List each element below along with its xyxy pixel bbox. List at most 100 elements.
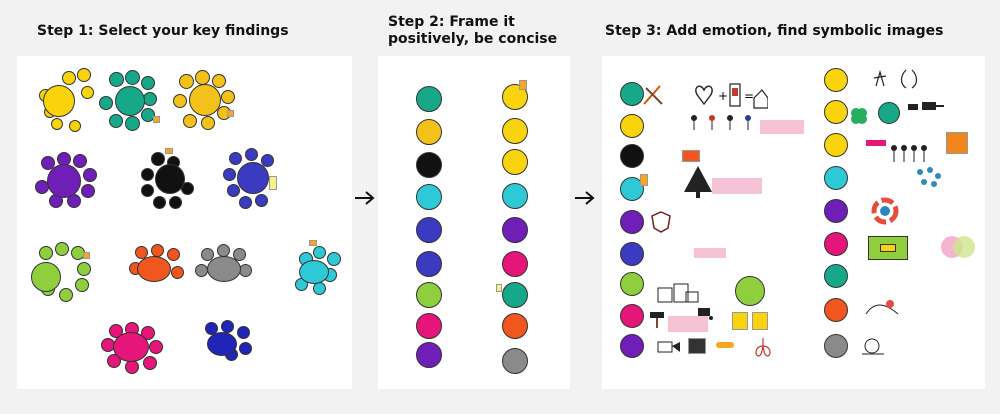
finding-circle xyxy=(824,334,848,358)
finding-circle xyxy=(195,264,208,277)
finding-circle xyxy=(151,152,165,166)
step-2-title-line2: positively, be concise xyxy=(388,30,557,48)
finding-circle xyxy=(824,199,848,223)
finding-circle xyxy=(153,196,166,209)
finding-circle xyxy=(416,184,442,210)
finding-circle xyxy=(502,348,528,374)
finding-circle xyxy=(227,184,240,197)
finding-circle xyxy=(141,168,154,181)
finding-circle xyxy=(416,342,442,368)
heart-plus-drink-icon: + = xyxy=(688,76,768,116)
photo-tile xyxy=(688,338,706,354)
finding-circle xyxy=(75,278,89,292)
sticky-note-orange xyxy=(682,150,700,162)
finding-circle xyxy=(502,282,528,308)
finding-circle xyxy=(237,326,250,339)
finding-circle xyxy=(239,264,252,277)
board-step-2 xyxy=(378,56,570,389)
sticky-note xyxy=(640,174,648,186)
finding-circle xyxy=(502,313,528,339)
venn-icon xyxy=(938,232,978,262)
finding-circle xyxy=(416,86,442,112)
finding-circle xyxy=(77,262,91,276)
finding-circle xyxy=(99,96,113,110)
finding-circle xyxy=(51,118,63,130)
finding-circle xyxy=(502,251,528,277)
finding-circle xyxy=(416,152,442,178)
finding-circle xyxy=(313,246,326,259)
board-step-3: + = xyxy=(602,56,985,389)
finding-circle xyxy=(125,360,139,374)
hammer-icon xyxy=(646,310,670,330)
finding-circle xyxy=(299,260,329,284)
sticky-note-pink xyxy=(694,248,726,258)
lungs-icon xyxy=(752,336,776,358)
finding-circle xyxy=(143,356,157,370)
finding-circle xyxy=(47,164,81,198)
step-3-title: Step 3: Add emotion, find symbolic image… xyxy=(605,22,943,40)
finding-circle xyxy=(201,116,215,130)
step-2-title: Step 2: Frame it xyxy=(388,13,515,31)
arrow-right-icon xyxy=(574,190,596,206)
finding-circle xyxy=(31,262,61,292)
crowd-icon xyxy=(864,138,938,168)
finding-circle xyxy=(620,272,644,296)
finding-circle xyxy=(239,342,252,355)
sticky-note xyxy=(83,252,90,259)
finding-circle xyxy=(141,184,154,197)
finding-circle xyxy=(245,148,258,161)
finding-circle xyxy=(115,86,145,116)
finding-circle xyxy=(125,70,140,85)
network-icon xyxy=(914,166,944,188)
finding-circle xyxy=(502,118,528,144)
clover-icon xyxy=(848,106,870,128)
image-tile xyxy=(752,312,768,330)
sticky-note xyxy=(227,110,234,117)
sticky-note xyxy=(496,284,502,292)
finding-circle xyxy=(43,85,75,117)
circle-teal xyxy=(878,102,900,124)
finding-circle xyxy=(223,168,236,181)
arrow-right-icon xyxy=(354,190,376,206)
finding-circle xyxy=(824,232,848,256)
sticky-note xyxy=(165,148,173,154)
finding-circle xyxy=(109,114,123,128)
circle-green xyxy=(735,276,765,306)
finding-circle xyxy=(137,256,171,282)
shield-icon xyxy=(650,210,672,234)
finding-circle xyxy=(83,168,97,182)
finding-circle xyxy=(183,114,197,128)
snail-icon xyxy=(858,334,888,360)
finding-circle xyxy=(327,252,341,266)
finding-circle xyxy=(620,242,644,266)
video-icon xyxy=(656,340,682,356)
boxes-icon xyxy=(656,280,700,306)
finding-circle xyxy=(39,246,53,260)
finding-circle xyxy=(173,94,187,108)
sticky-note xyxy=(153,116,160,123)
finding-circle xyxy=(171,266,184,279)
cycle-icon xyxy=(870,196,900,226)
finding-circle xyxy=(179,74,194,89)
finding-circle xyxy=(81,86,94,99)
finding-circle xyxy=(109,72,124,87)
finding-circle xyxy=(62,71,76,85)
finding-circle xyxy=(113,332,149,362)
sticky-note-pink xyxy=(668,316,708,332)
finding-circle xyxy=(416,251,442,277)
finding-circle xyxy=(502,149,528,175)
finding-circle xyxy=(502,217,528,243)
finding-circle xyxy=(55,242,69,256)
finding-circle xyxy=(502,183,528,209)
finding-circle xyxy=(416,282,442,308)
finding-circle xyxy=(69,120,81,132)
finding-circle xyxy=(125,116,140,131)
tool-icons xyxy=(906,98,946,124)
sticky-note-pink xyxy=(760,120,804,134)
sticky-note-pink xyxy=(712,178,762,194)
sticky-note xyxy=(519,80,527,90)
finding-circle xyxy=(416,217,442,243)
finding-circle xyxy=(229,152,242,165)
board-step-1 xyxy=(17,56,352,389)
finding-circle xyxy=(81,184,95,198)
